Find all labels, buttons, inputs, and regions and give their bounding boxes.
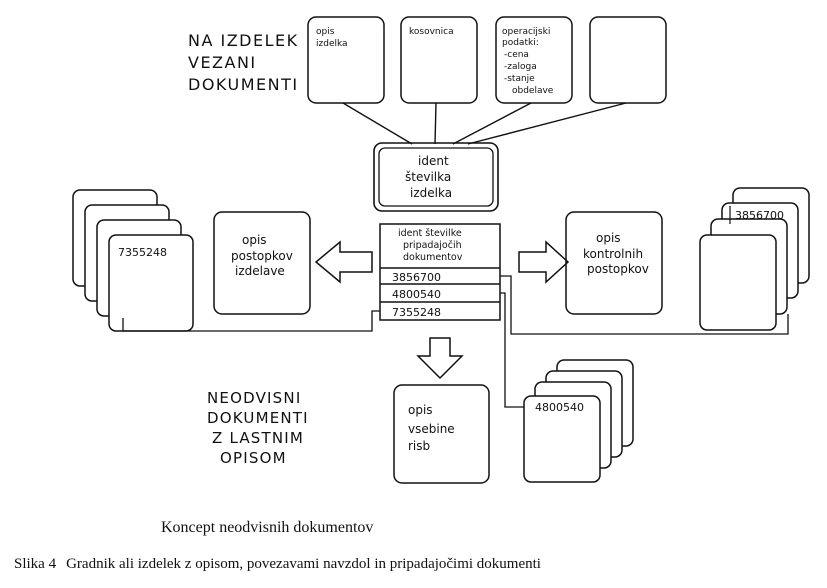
ident-table-header: ident številke pripadajočih dokumentov [398,228,465,263]
doc-box-opis-izdelka-text: opis izdelka [316,27,348,49]
doc-box-line: obdelave [512,86,554,96]
bottom-stack-label: 4800540 [535,401,584,414]
left-doc-line: izdelave [235,264,285,278]
left-stack-label: 7355248 [118,246,167,259]
left-doc-line: opis [242,233,267,247]
ident-table-row: 7355248 [392,306,441,319]
independent-heading: NEODVISNI DOKUMENTI Z LASTNIM OPISOM [207,389,315,467]
ident-line: številka [405,170,451,184]
doc-box-kosovnica [400,16,478,104]
figure-number: Slika 4 [14,556,57,572]
linked-docs-heading-line: VEZANI [188,53,257,72]
independent-heading-line: NEODVISNI [207,389,301,407]
doc-box-line: -zaloga [504,62,537,72]
bottom-doc-line: vsebine [408,422,455,436]
doc-box-line: kosovnica [409,27,454,37]
ident-line: izdelka [410,186,452,200]
bottom-doc-line: opis [408,403,433,417]
ident-table [379,223,501,321]
doc-box-kosovnica-text: kosovnica [409,27,454,37]
linked-docs-heading-line: NA IZDELEK [188,31,299,50]
doc-box-line: -cena [504,50,529,60]
doc-box-operacijski-podatki [495,16,573,104]
right-doc-line: opis [596,231,621,245]
right-doc-line: postopkov [587,262,649,276]
doc-box-line: operacijski [502,27,550,37]
linked-docs-heading-line: DOKUMENTI [188,75,299,94]
ident-table-header-line: ident številke [398,228,462,239]
right-stack-label: 3856700 [735,209,784,222]
bottom-doc-line: risb [408,439,430,453]
right-doc-text: opis kontrolnih postopkov [583,231,649,276]
ident-line: ident [418,154,449,168]
doc-box-line: podatki: [502,38,539,48]
right-doc-line: kontrolnih [583,247,643,261]
figure-caption: Slika 4 Gradnik ali izdelek z opisom, pov… [14,556,551,573]
ident-box-inner [378,147,494,207]
doc-box-line: izdelka [316,39,348,49]
top-connectors [342,102,627,145]
bottom-document-stack [523,359,634,483]
ident-box-outer [373,142,499,212]
left-document-stack [72,189,194,332]
doc-box-empty [589,16,667,104]
left-doc-line: postopkov [231,249,293,263]
doc-opis-vsebine-risb [393,384,490,484]
ident-box-text: ident številka izdelka [405,154,455,200]
doc-opis-postopkov-izdelave [213,211,311,315]
doc-box-operacijski-text: operacijski podatki: -cena -zaloga -stan… [502,27,554,96]
right-document-stack [699,187,810,331]
doc-box-line: -stanje [504,74,535,84]
row-connectors [122,275,789,408]
doc-box-line: opis [316,27,335,37]
left-doc-text: opis postopkov izdelave [231,233,297,278]
ident-table-row: 3856700 [392,271,441,284]
ident-table-header-line: dokumentov [403,252,463,263]
doc-box-opis-izdelka [307,16,385,104]
independent-heading-line: DOKUMENTI [207,409,309,427]
figure-caption-text: Gradnik ali izdelek z opisom, povezavami… [66,556,541,572]
doc-opis-kontrolnih-postopkov [565,211,663,315]
ident-table-header-line: pripadajočih [403,240,462,251]
arrow-left-icon [314,240,373,284]
arrow-down-icon [416,337,464,380]
ident-table-row: 4800540 [392,288,441,301]
bottom-doc-text: opis vsebine risb [408,403,459,453]
independent-heading-line: OPISOM [220,449,287,467]
caption-title: Koncept neodvisnih dokumentov [161,519,374,536]
linked-docs-heading: NA IZDELEK VEZANI DOKUMENTI [188,31,305,94]
independent-heading-line: Z LASTNIM [212,429,304,447]
arrow-right-icon [518,240,570,284]
